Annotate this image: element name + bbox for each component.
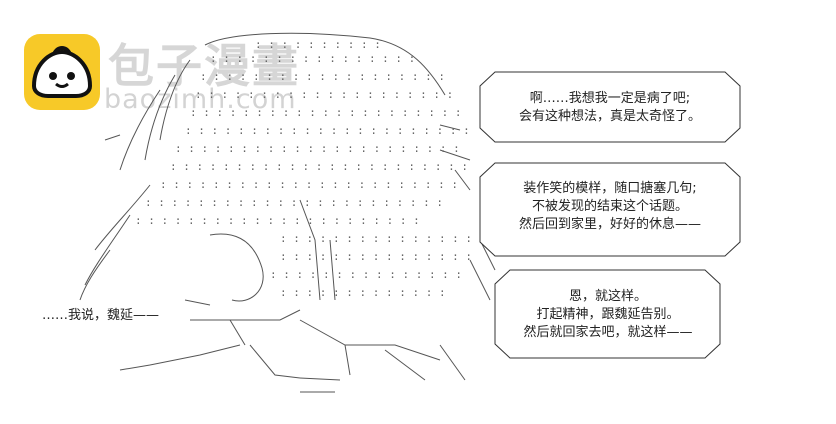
bubble-1-line-1: 啊……我想我一定是病了吧;: [529, 91, 691, 106]
svg-text:: : : : : : : : : : : : : : :: : : : : : : : : : : : : : : : : : : : : …: [170, 160, 468, 173]
svg-text:: : : : : : : : : : : : : : :: : : : : : : : : : : : : : : :: [280, 232, 472, 245]
caption-text: ……我说，魏延——: [42, 308, 160, 323]
svg-text:: : : : : : : : : : : : : : :: : : : : : : : : : : : : : : :: [280, 250, 472, 263]
speech-bubble-2: [479, 162, 741, 257]
bubble-2-line-3: 然后回到家里，好好的休息——: [518, 217, 701, 232]
svg-text:: : : : : : : : : : : : : : :: : : : : : : : : : : : : : : : : : : : :: [195, 88, 453, 101]
speech-bubble-3: [494, 269, 721, 359]
bubble-1-text: 啊……我想我一定是病了吧; 会有这种想法，真是太奇怪了。: [484, 90, 736, 126]
figure-outline: [79, 32, 496, 393]
svg-text:: : : : : : : : : : : : : : :: : : : : : : : : : : : : : : : : : : : : …: [185, 124, 470, 137]
speech-bubble-1: [479, 71, 741, 143]
bubble-2-line-2: 不被发现的结束这个话题。: [531, 199, 688, 214]
svg-text:: : : : : : : : : : : : :: : : : : : : : : : : : : :: [280, 286, 446, 299]
bubble-3-line-3: 然后就回家去吧，就这样——: [523, 325, 693, 340]
svg-text:: : : : : : : : : :: : : : : : : : : : :: [255, 38, 381, 51]
bubble-3-line-2: 打起精神，跟魏延告别。: [536, 307, 680, 322]
svg-text:: : : : : : : : : : : : : : :: : : : : : : : : : : : : : : :: [270, 268, 462, 281]
bubble-3-line-1: 恩，就这样。: [568, 289, 647, 304]
svg-text:: : : : : : : : : : : : : : :: : : : : : : : : : : : : : : : : : : : : …: [145, 196, 443, 209]
baozi-logo-icon: [24, 34, 100, 110]
bubble-2-line-1: 装作笑的模样，随口搪塞几句;: [523, 181, 697, 196]
svg-text:: : : : : : : : : : : : : : :: : : : : : : : : : : : : : : : : : : : : …: [160, 178, 458, 191]
svg-text:: : : : : : : : : : : : : : :: : : : : : : : : : : : : : : : :: [210, 52, 415, 65]
bubble-2-text: 装作笑的模样，随口搪塞几句; 不被发现的结束这个话题。 然后回到家里，好好的休息…: [484, 180, 736, 234]
svg-text:: : : : : : : : : : : : : : :: : : : : : : : : : : : : : : : : : : : : …: [135, 214, 420, 227]
svg-text:: : : : : : : : : : : : : : :: : : : : : : : : : : : : : : : : : : : : …: [175, 142, 460, 155]
dot-shading: : : : : : : : : : : : : : : : : : : : : …: [135, 38, 472, 299]
watermark-url: baozimh.com: [104, 84, 297, 115]
watermark-title: 包子漫畫: [108, 39, 300, 93]
bun-face-icon: [31, 46, 93, 98]
svg-text:: : : : : : : : : : : : : : :: : : : : : : : : : : : : : : : : : : :: [200, 70, 445, 83]
bubble-3-text: 恩，就这样。 打起精神，跟魏延告别。 然后就回家去吧，就这样——: [499, 288, 717, 342]
svg-text:: : : : : : : : : : : : : : :: : : : : : : : : : : : : : : : : : : : : …: [190, 106, 462, 119]
bubble-1-line-2: 会有这种想法，真是太奇怪了。: [518, 109, 701, 124]
